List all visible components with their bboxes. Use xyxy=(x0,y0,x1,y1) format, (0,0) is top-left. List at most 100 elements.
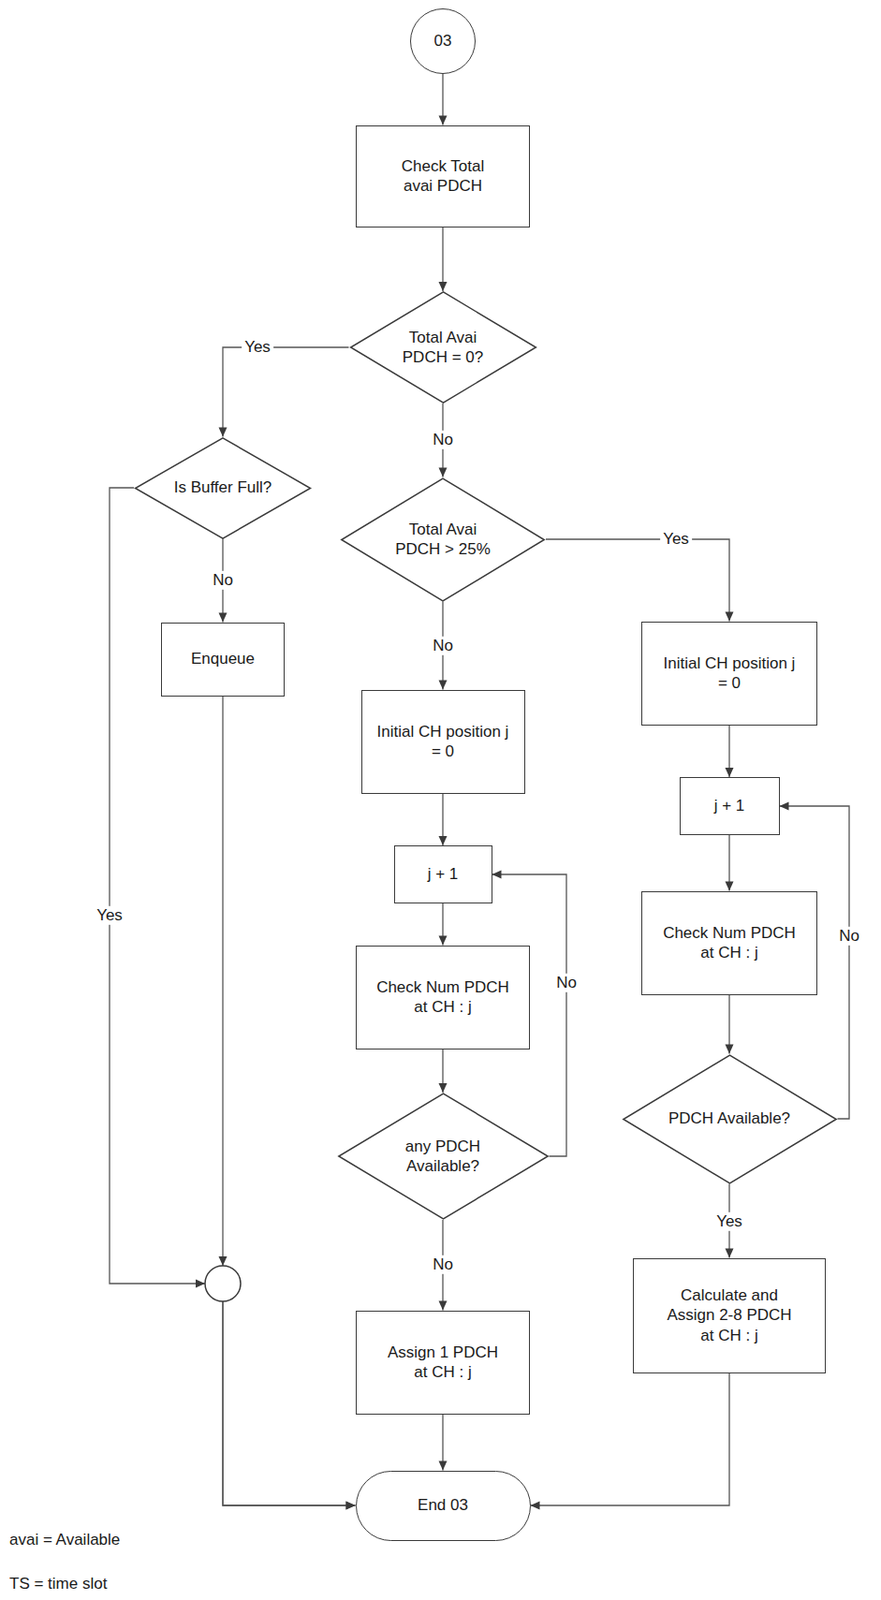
arrow-head xyxy=(439,680,448,691)
flow-arrow xyxy=(545,539,735,622)
edge-label: No xyxy=(429,636,456,656)
arrow-head xyxy=(219,613,228,623)
process-box: Check Num PDCH at CH : j xyxy=(641,891,818,996)
flow-arrow xyxy=(439,1414,448,1471)
edge-label-patch: No xyxy=(429,430,456,450)
process-box: Initial CH position j = 0 xyxy=(641,621,818,726)
flow-arrow xyxy=(725,835,735,892)
diamond-outline xyxy=(337,1093,547,1219)
node-text: Initial CH position j = 0 xyxy=(374,721,513,763)
flow-arrow xyxy=(530,1373,731,1511)
diamond-outline xyxy=(135,437,311,538)
decision-diamond: PDCH Available? xyxy=(621,1054,838,1185)
node-text: Total Avai PDCH = 0? xyxy=(396,327,490,368)
connector-line xyxy=(530,1373,731,1507)
node-text: any PDCH Available? xyxy=(394,1136,493,1177)
diamond-outline xyxy=(341,478,544,602)
arrow-head xyxy=(439,281,448,292)
note-line: avai = Available xyxy=(9,1530,120,1550)
edge-label-patch: No xyxy=(429,1255,456,1275)
edge-label-patch: No xyxy=(836,926,863,946)
node-text: j + 1 xyxy=(714,795,746,816)
flow-arrow xyxy=(439,793,448,847)
node-text: Check Total avai PDCH xyxy=(390,156,496,197)
arrow-head xyxy=(725,1248,735,1259)
node-text: Assign 1 PDCH at CH : j xyxy=(384,1342,502,1383)
flow-arrow xyxy=(725,725,735,779)
edge-label-patch: Yes xyxy=(660,529,692,549)
process-box: Initial CH position j = 0 xyxy=(361,690,526,794)
arrow-head xyxy=(725,1044,735,1055)
connector-line xyxy=(109,487,206,1284)
process-box: Assign 1 PDCH at CH : j xyxy=(355,1310,530,1415)
decision-diamond: Is Buffer Full? xyxy=(133,437,312,540)
node-text: 03 xyxy=(434,30,453,51)
diamond-outline xyxy=(350,292,536,403)
arrow-head xyxy=(346,1501,356,1511)
node-text: Calculate and Assign 2-8 PDCH at CH : j xyxy=(663,1285,795,1346)
node-text: PDCH Available? xyxy=(668,1108,791,1129)
arrow-head xyxy=(346,1501,356,1511)
arrow-head xyxy=(439,1083,448,1093)
connector-line xyxy=(222,1301,356,1506)
node-text: Enqueue xyxy=(190,648,255,669)
flow-arrow xyxy=(109,487,356,1511)
edge-label-patch: No xyxy=(209,571,236,590)
terminator: End 03 xyxy=(355,1470,531,1542)
process-box: Check Num PDCH at CH : j xyxy=(355,945,530,1050)
process-box: j + 1 xyxy=(394,845,493,904)
arrow-head xyxy=(530,1501,541,1511)
process-box: j + 1 xyxy=(679,777,780,836)
node-text: Initial CH position j = 0 xyxy=(660,653,799,694)
arrow-head xyxy=(725,881,735,892)
process-box: Check Total avai PDCH xyxy=(355,125,530,228)
edge-label: No xyxy=(209,571,236,590)
node-text: End 03 xyxy=(417,1495,469,1515)
node-text: Check Num PDCH at CH : j xyxy=(372,977,514,1018)
decision-diamond: Total Avai PDCH = 0? xyxy=(349,291,538,404)
diamond-outline xyxy=(349,291,538,404)
node-text: j + 1 xyxy=(427,864,459,884)
flow-arrow xyxy=(439,227,448,293)
arrow-head xyxy=(439,1301,448,1311)
edge-label: No xyxy=(553,973,580,993)
flow-arrow xyxy=(439,903,448,946)
connector-line xyxy=(441,227,443,293)
node-text: Is Buffer Full? xyxy=(174,477,273,498)
connector-line xyxy=(222,1301,356,1506)
decision-diamond: any PDCH Available? xyxy=(337,1092,550,1220)
edge-label-patch: No xyxy=(429,636,456,656)
arrow-head xyxy=(725,767,735,778)
node-text: Check Num PDCH at CH : j xyxy=(659,923,800,964)
flow-arrow xyxy=(219,696,356,1511)
arrow-head xyxy=(439,836,448,846)
process-box: Enqueue xyxy=(161,622,285,697)
node-text: Total Avai PDCH > 25% xyxy=(394,519,492,560)
arrow-head xyxy=(219,1256,228,1266)
junction-circle xyxy=(205,1265,241,1302)
process-box: Calculate and Assign 2-8 PDCH at CH : j xyxy=(632,1258,826,1374)
edge-label: Yes xyxy=(93,906,126,926)
decision-diamond: Total Avai PDCH > 25% xyxy=(339,477,546,603)
arrow-head xyxy=(439,1461,448,1471)
arrow-head xyxy=(725,612,735,622)
edge-label: No xyxy=(429,430,456,450)
edge-label: Yes xyxy=(660,529,692,549)
edge-label: Yes xyxy=(713,1212,746,1232)
flow-arrow xyxy=(439,73,448,126)
edge-label-patch: Yes xyxy=(241,337,274,357)
edge-label: No xyxy=(836,926,863,946)
connector-line xyxy=(545,539,730,622)
arrow-head xyxy=(439,936,448,946)
flow-arrow xyxy=(725,995,735,1055)
arrow-head xyxy=(439,116,448,126)
diamond-outline xyxy=(622,1055,836,1184)
flow-arrow xyxy=(219,347,350,438)
edge-label-patch: No xyxy=(553,973,580,993)
arrow-head xyxy=(195,1279,206,1289)
arrow-head xyxy=(439,468,448,478)
connector-circle: 03 xyxy=(410,8,476,74)
edge-label: Yes xyxy=(241,337,274,357)
edge-label-patch: Yes xyxy=(93,906,126,926)
note-line: TS = time slot xyxy=(9,1574,107,1594)
